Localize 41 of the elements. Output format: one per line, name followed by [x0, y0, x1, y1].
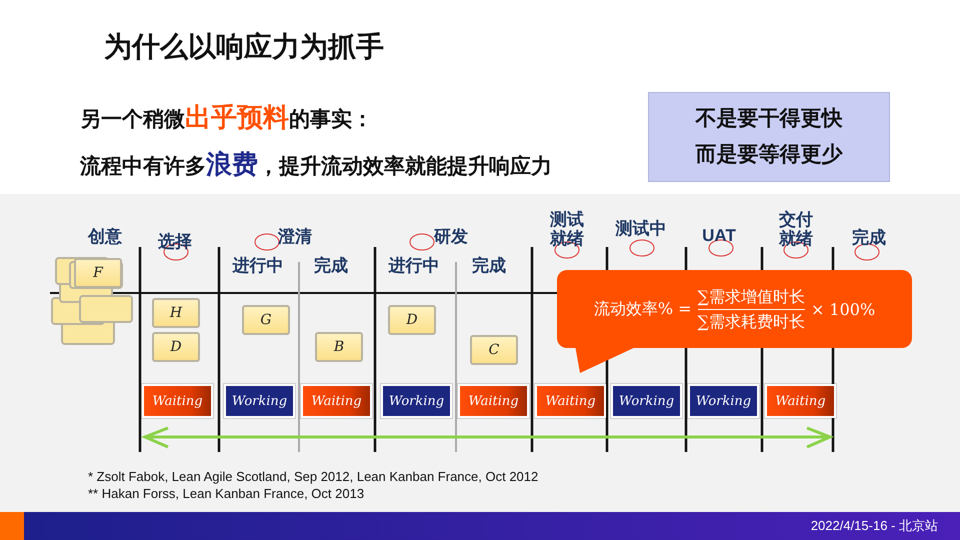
- sticky-note: F: [74, 258, 122, 288]
- waiting-box: Waiting: [458, 384, 529, 418]
- formula-text: × 100%: [810, 300, 876, 318]
- working-box: Working: [381, 384, 452, 418]
- sticky-note: D: [152, 332, 200, 362]
- highlight-text: 不是要干得更快: [696, 106, 842, 132]
- highlight-box: [648, 92, 890, 182]
- footnote: * Zsolt Fabok, Lean Agile Scotland, Sep 2012, Lean Kanban France, Oct 2012: [88, 469, 538, 484]
- waiting-box: Waiting: [765, 384, 836, 418]
- column-header: 测试就绪: [548, 210, 585, 248]
- waiting-box: Waiting: [535, 384, 606, 418]
- highlight-text: 而是要等得更少: [696, 142, 842, 168]
- working-box: Working: [611, 384, 682, 418]
- sticky-note: D: [388, 305, 436, 335]
- formula-text: 流动效率% =: [594, 298, 692, 320]
- waiting-box: Waiting: [142, 384, 213, 418]
- sticky-note: B: [315, 332, 363, 362]
- subtitle: 另一个稍微出乎预料的事实：: [80, 101, 373, 134]
- column-header: 交付就绪: [778, 210, 814, 248]
- column-header: 选择: [158, 232, 192, 251]
- column-header: 进行中: [232, 256, 284, 275]
- column-header: 进行中: [388, 256, 440, 275]
- column-header: 完成: [314, 256, 348, 275]
- formula-text: ∑需求增值时长: [698, 284, 805, 310]
- slide-title: 为什么以响应力为抓手: [104, 30, 384, 64]
- sticky-note: G: [242, 305, 290, 335]
- column-header: 完成: [472, 256, 506, 275]
- working-box: Working: [224, 384, 295, 418]
- column-header: 完成: [852, 228, 886, 247]
- waiting-box: Waiting: [301, 384, 372, 418]
- column-header: UAT: [702, 226, 736, 245]
- working-box: Working: [688, 384, 759, 418]
- column-header: 测试中: [616, 219, 666, 238]
- footnote: ** Hakan Forss, Lean Kanban France, Oct 2013: [88, 486, 364, 501]
- sticky-note: H: [152, 298, 200, 328]
- column-header: 澄清: [278, 227, 312, 246]
- sticky-note: C: [470, 335, 518, 365]
- date-text: 2022/4/15-16 - 北京站: [810, 517, 938, 535]
- column-header: 研发: [434, 227, 468, 246]
- subtitle: 流程中有许多浪费，提升流动效率就能提升响应力: [80, 148, 552, 181]
- formula-text: ∑需求耗费时长: [698, 310, 805, 332]
